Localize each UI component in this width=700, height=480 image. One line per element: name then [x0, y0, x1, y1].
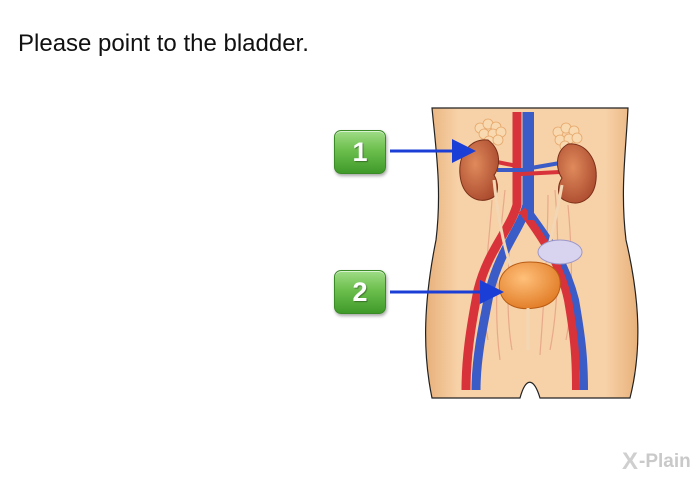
left-adrenal-gland	[474, 118, 507, 147]
answer-button-2[interactable]: 2	[334, 270, 386, 314]
answer-label: 1	[352, 136, 368, 167]
iliac-vein-right	[523, 207, 588, 391]
iliac-artery-right	[518, 207, 580, 391]
question-text: Please point to the bladder.	[18, 30, 309, 57]
right-kidney	[557, 143, 597, 204]
pelvic-organ	[537, 239, 583, 265]
xplain-logo: X -Plain	[622, 448, 691, 476]
answer-button-1[interactable]: 1	[334, 130, 386, 174]
aorta	[461, 112, 522, 391]
answer-label: 2	[352, 276, 368, 307]
logo-text: -Plain	[639, 451, 691, 472]
logo-x-mark: X	[622, 448, 639, 475]
left-ureter	[492, 179, 514, 271]
bladder	[498, 261, 561, 310]
